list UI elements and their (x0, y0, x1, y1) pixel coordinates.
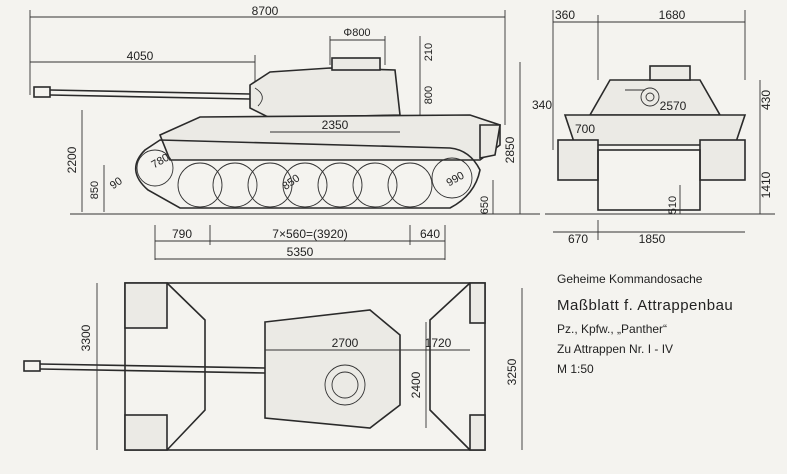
front-offset-label: 360 (555, 8, 575, 22)
hull-side (158, 114, 501, 161)
rear-deck-label: 1720 (425, 336, 452, 350)
mantlet-circle (640, 87, 660, 107)
right-height-dimensions: 2850 650 (479, 62, 521, 214)
road-wheels (136, 149, 473, 208)
top-view: 3300 2700 1720 2400 3250 (23, 282, 523, 451)
left-height-dimensions: 2200 850 (65, 110, 105, 212)
cupola-top-circle (324, 364, 366, 406)
rear-height-label: 650 (479, 196, 491, 214)
turret-top-width-label: 1680 (659, 8, 686, 22)
hull-front-lower (597, 149, 701, 211)
caption-vehicle: Pz., Kpfw., „Panther“ (557, 322, 667, 336)
gun-barrel (33, 86, 251, 100)
turret-top-width-label: 2400 (409, 371, 423, 398)
inner-width-label: 1850 (639, 232, 666, 246)
side-offset-label: 700 (575, 122, 595, 136)
caption-classification: Geheime Kommandosache (557, 272, 703, 286)
cupola-height-label: 210 (423, 43, 435, 61)
turret-height-label: 800 (423, 86, 435, 104)
top-offset-label: 340 (532, 98, 552, 112)
turret-length-dimension: 2350 (270, 118, 400, 133)
turret-top-length-label: 2700 (332, 336, 359, 350)
muzzle-brake-top (23, 360, 41, 372)
bottom-length-dimensions: 790 7×560=(3920) 640 5350 (154, 225, 446, 260)
wheel-spacing-label: 7×560=(3920) (272, 227, 347, 241)
track-width-label: 670 (568, 232, 588, 246)
title-block: Geheime Kommandosache Maßblatt f. Attrap… (557, 272, 733, 376)
rear-right-track-top (469, 414, 486, 451)
hull-top-outline (124, 282, 486, 451)
turret-length-label: 2350 (322, 118, 349, 132)
caption-title: Maßblatt f. Attrappenbau (557, 297, 733, 314)
cupola-diameter-label: Φ800 (343, 27, 370, 39)
front-left-track-top (124, 282, 168, 329)
belly-height-label: 510 (667, 196, 679, 214)
track-run (134, 139, 481, 209)
caption-decoys: Zu Attrappen Nr. I - IV (557, 342, 673, 356)
turret-base-width-text: 2570 (660, 99, 687, 113)
gun-length-label: 4050 (127, 49, 154, 63)
idler-angle-label: 90 (108, 175, 125, 192)
side-view: 8700 4050 Φ800 210 800 (29, 4, 540, 260)
gun-length-dimension: 4050 (30, 49, 256, 100)
track-ground-length-label: 5350 (287, 245, 314, 259)
rear-overhang-label: 640 (420, 227, 440, 241)
left-track-front (557, 139, 599, 181)
turret-side (249, 57, 401, 119)
cupola-front (649, 65, 691, 81)
overall-length-label: 8700 (252, 4, 279, 18)
right-track-front (699, 139, 746, 181)
hull-height-label: 2200 (65, 146, 79, 173)
turret-front-height-label: 430 (759, 90, 773, 110)
total-height-label: 2850 (503, 136, 517, 163)
rear-left-track-top (469, 282, 486, 324)
turret-front (588, 79, 722, 116)
overall-width-label: 3300 (79, 324, 93, 351)
front-right-track-top (124, 414, 168, 451)
sprocket-diameter-label: 990 (445, 170, 467, 190)
front-clearance-label: 850 (89, 181, 101, 199)
hull-width-label: 1410 (759, 171, 773, 198)
front-view: 360 1680 340 2570 2570 700 430 1410 510 … (532, 8, 775, 246)
caption-scale: M 1:50 (557, 362, 594, 376)
body-width-label: 3250 (505, 358, 519, 385)
cupola-dimensions: Φ800 210 800 (329, 27, 435, 115)
front-overhang-label: 790 (172, 227, 192, 241)
overall-length-dimension: 8700 (29, 4, 506, 125)
